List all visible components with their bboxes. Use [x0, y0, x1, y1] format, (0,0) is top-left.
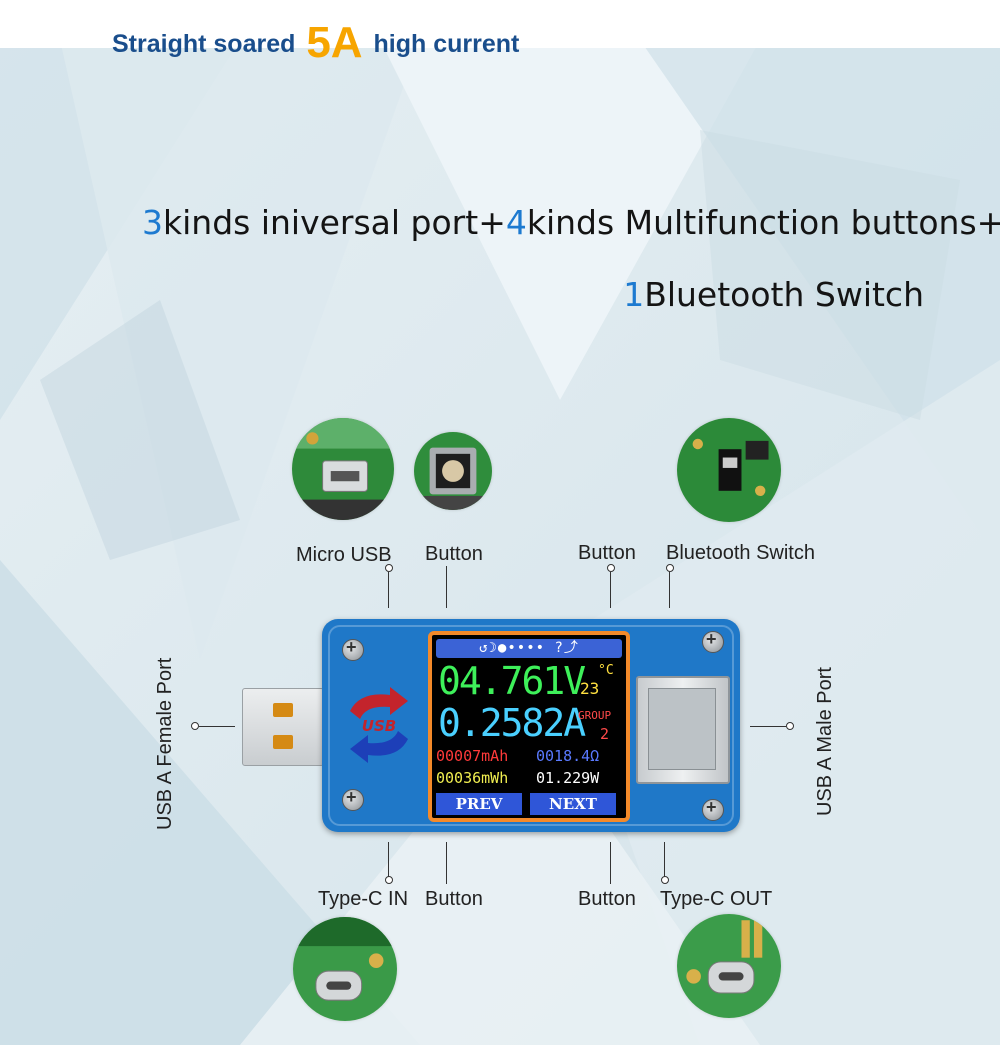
leader-line: [610, 572, 611, 608]
leader-line: [388, 572, 389, 608]
leader-dot: [191, 722, 199, 730]
plug-contact: [273, 735, 293, 749]
lcd-resistance: 0018.4Ω: [536, 747, 600, 765]
bluetooth-switch-closeup: [677, 418, 781, 522]
headline: Straight soared 5A high current: [112, 18, 519, 68]
feature-num-2: 4: [505, 203, 527, 242]
lcd-temp-unit: °C: [598, 663, 614, 678]
usb-a-female-port: [636, 676, 730, 784]
leader-dot: [666, 564, 674, 572]
lcd-temp: 23: [580, 679, 600, 698]
lcd-capacity: 00007mAh: [436, 747, 509, 765]
lcd-group-number: 2: [600, 725, 610, 743]
button-closeup-left: [414, 432, 492, 510]
leader-line: [610, 842, 611, 884]
leader-line: [388, 842, 389, 878]
lcd-prev-button: PREV: [436, 793, 522, 815]
type-c-in-closeup: [293, 917, 397, 1021]
label-button-top-right: Button: [578, 542, 636, 564]
label-button-bottom-left: Button: [425, 888, 483, 910]
leader-line: [669, 572, 670, 608]
top-band: [0, 0, 1000, 48]
lcd-screen: ↺☽●•••• ?⤴ 04.761V °C 23 0.2582A GROUP 2…: [428, 631, 630, 822]
micro-usb-closeup: [292, 418, 394, 520]
lcd-voltage: 04.761V: [438, 659, 586, 703]
feature-text-1: kinds iniversal port+: [163, 203, 506, 242]
label-button-bottom-right: Button: [578, 888, 636, 910]
label-type-c-out: Type-C OUT: [660, 888, 773, 910]
label-micro-usb: Micro USB: [296, 544, 392, 566]
lcd-power: 01.229W: [536, 769, 600, 787]
headline-before: Straight soared: [112, 30, 296, 58]
feature-line-1: 3kinds iniversal port+4kinds Multifuncti…: [142, 203, 1000, 242]
lcd-group-label: GROUP: [578, 709, 612, 722]
leader-dot: [385, 564, 393, 572]
leader-dot: [786, 722, 794, 730]
feature-text-2: kinds Multifunction buttons+: [526, 203, 1000, 242]
label-type-c-in: Type-C IN: [318, 888, 409, 910]
port-inner: [648, 688, 716, 770]
leader-line: [664, 842, 665, 878]
usb-a-plug: [242, 688, 324, 766]
usb-logo-icon: USB: [350, 687, 408, 763]
leader-line: [199, 726, 235, 727]
label-usb-a-male: USB A Male Port: [814, 667, 836, 816]
type-c-out-closeup: [677, 914, 781, 1018]
headline-after: high current: [373, 30, 520, 58]
leader-dot: [607, 564, 615, 572]
plug-contact: [273, 703, 293, 717]
feature-text-3: Bluetooth Switch: [644, 275, 924, 314]
leader-dot: [385, 876, 393, 884]
screw-icon: [702, 629, 724, 653]
lcd-status-bar: ↺☽●•••• ?⤴: [436, 639, 622, 658]
feature-num-1: 3: [142, 203, 163, 242]
leader-line: [446, 842, 447, 884]
leader-line: [446, 566, 447, 608]
leader-line: [750, 726, 786, 727]
screw-icon: [342, 637, 364, 661]
label-usb-a-female: USB A Female Port: [154, 657, 176, 830]
screw-icon: [702, 797, 724, 821]
label-button-top-left: Button: [425, 543, 483, 565]
lcd-energy: 00036mWh: [436, 769, 509, 787]
label-bluetooth-switch: Bluetooth Switch: [666, 542, 815, 564]
screw-icon: [342, 787, 364, 811]
feature-line-2: 1Bluetooth Switch: [623, 275, 924, 314]
leader-dot: [661, 876, 669, 884]
headline-big-value: 5A: [306, 18, 363, 67]
lcd-next-button: NEXT: [530, 793, 616, 815]
lcd-current: 0.2582A: [438, 701, 586, 745]
feature-num-3: 1: [623, 275, 645, 314]
usb-logo-text: USB: [362, 717, 396, 735]
